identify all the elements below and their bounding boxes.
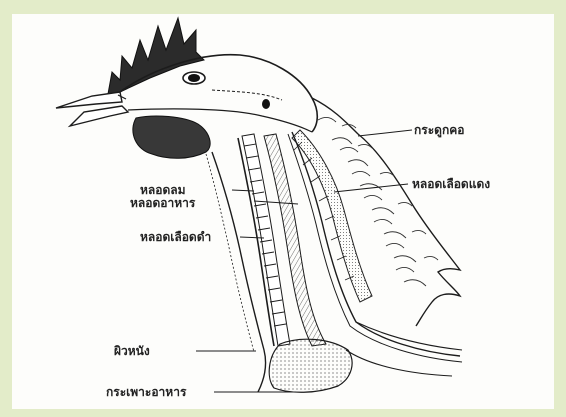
label-neck-bone: กระดูกคอ	[414, 123, 464, 138]
label-crop: กระเพาะอาหาร	[106, 385, 187, 399]
label-esophagus: หลอดอาหาร	[130, 196, 196, 210]
label-skin: ผิวหนัง	[114, 344, 150, 358]
beak	[56, 92, 122, 108]
crop-organ	[269, 339, 352, 392]
ear-opening	[262, 99, 270, 109]
label-vein: หลอดเลือดดำ	[140, 230, 211, 244]
label-trachea: หลอดลม	[140, 183, 186, 197]
breast-outline	[346, 322, 462, 376]
wattle	[133, 116, 210, 158]
beak-lower	[70, 106, 128, 126]
label-artery: หลอดเลือดแดง	[412, 177, 490, 191]
